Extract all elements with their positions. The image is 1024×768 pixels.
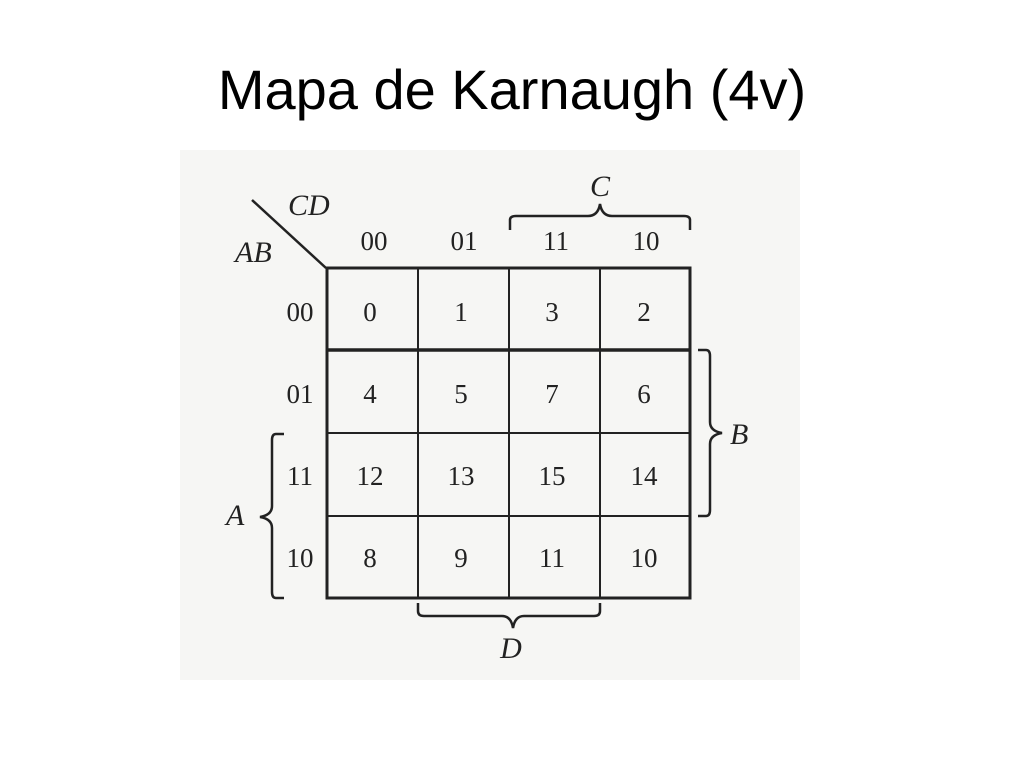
- brace-c-shape: [508, 203, 692, 230]
- brace-b: B: [698, 348, 748, 518]
- column-header: 10: [633, 226, 660, 256]
- row-variables-label: AB: [233, 236, 272, 269]
- kmap-cell: 12: [357, 461, 384, 491]
- brace-c: C: [508, 170, 692, 230]
- kmap-cell: 6: [637, 379, 651, 409]
- row-headers: 00 01 11 10: [287, 297, 314, 573]
- kmap-cell: 11: [539, 543, 565, 573]
- kmap-cell: 4: [363, 379, 377, 409]
- brace-a: A: [224, 432, 284, 600]
- brace-c-label: C: [590, 170, 611, 203]
- karnaugh-map-figure: CD AB 00 01 11 10 00 01 11 10 0: [180, 150, 800, 680]
- col-variables-label: CD: [288, 189, 330, 222]
- brace-a-shape: [259, 432, 284, 600]
- kmap-cell: 1: [454, 297, 468, 327]
- kmap-cell: 5: [454, 379, 468, 409]
- row-header: 00: [287, 297, 314, 327]
- kmap-cell: 14: [631, 461, 659, 491]
- brace-d-shape: [416, 603, 602, 629]
- slide-title: Mapa de Karnaugh (4v): [217, 58, 807, 121]
- kmap-cell: 10: [631, 543, 658, 573]
- corner-diagonal: [251, 199, 327, 269]
- row-header: 01: [287, 379, 314, 409]
- row-header: 10: [287, 543, 314, 573]
- brace-b-shape: [698, 348, 723, 518]
- kmap-cell: 2: [637, 297, 651, 327]
- brace-b-label: B: [730, 418, 748, 451]
- kmap-cell: 8: [363, 543, 377, 573]
- kmap-cell: 9: [454, 543, 468, 573]
- brace-a-label: A: [224, 499, 245, 532]
- kmap-cell: 13: [448, 461, 475, 491]
- column-header: 01: [451, 226, 478, 256]
- kmap-cell: 3: [545, 297, 559, 327]
- column-header: 11: [543, 226, 569, 256]
- kmap-cells: 0 1 3 2 4 5 7 6 12 13 15 14 8 9 11 10: [357, 297, 659, 573]
- kmap-grid: [325, 266, 692, 600]
- column-headers: 00 01 11 10: [361, 226, 660, 256]
- brace-d-label: D: [499, 632, 522, 665]
- karnaugh-map-svg: CD AB 00 01 11 10 00 01 11 10 0: [224, 170, 748, 665]
- brace-d: D: [416, 603, 602, 665]
- kmap-cell: 7: [545, 379, 559, 409]
- kmap-cell: 15: [539, 461, 566, 491]
- row-header: 11: [287, 461, 313, 491]
- kmap-cell: 0: [363, 297, 377, 327]
- column-header: 00: [361, 226, 388, 256]
